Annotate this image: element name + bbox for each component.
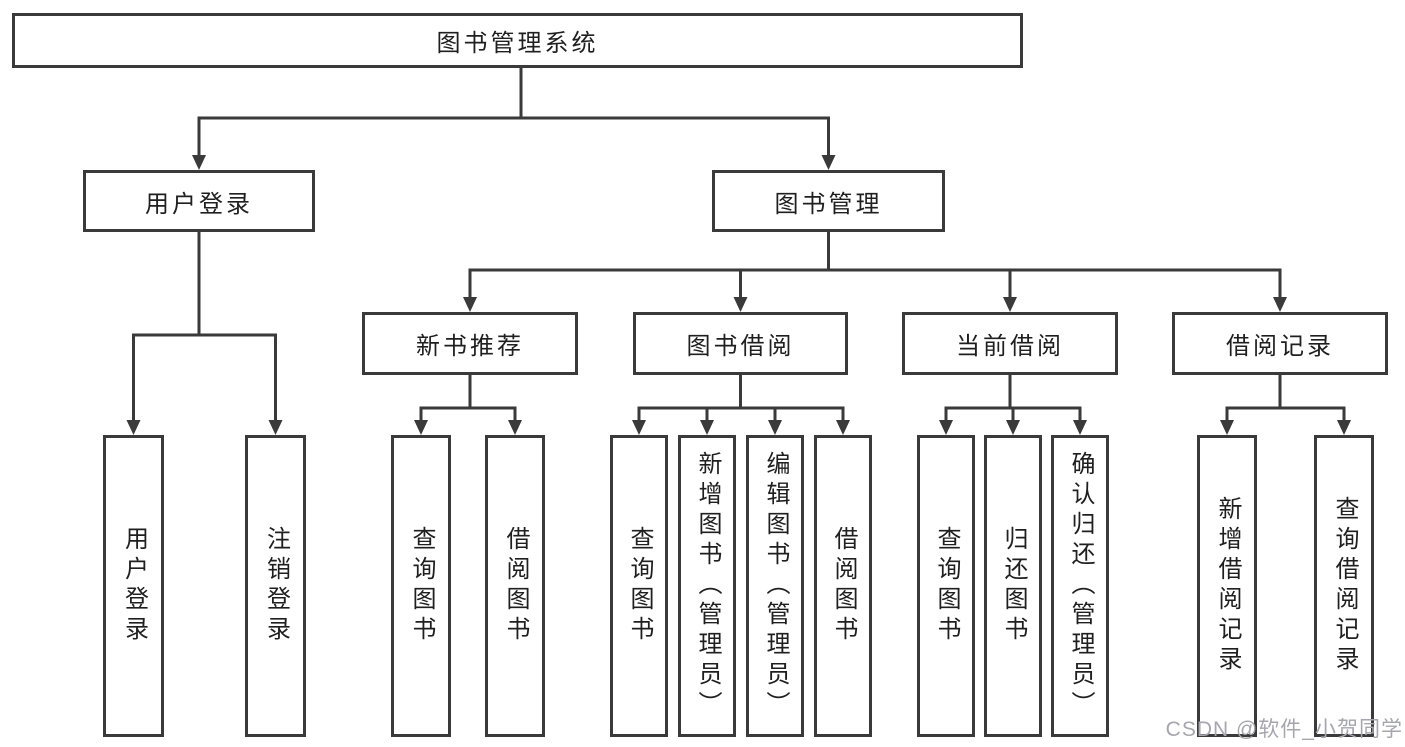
leaf-borrowing-add-book-admin: 新增图书（管理员） xyxy=(678,435,736,737)
leaf-newbook-borrow-books-label: 借阅图书 xyxy=(502,526,529,646)
node-borrowing-records: 借阅记录 xyxy=(1172,312,1388,375)
leaf-borrowing-edit-book-admin: 编辑图书（管理员） xyxy=(746,435,804,737)
leaf-newbook-borrow-books: 借阅图书 xyxy=(485,435,545,737)
node-book-management-label: 图书管理 xyxy=(774,190,883,218)
leaf-current-return-books: 归还图书 xyxy=(984,435,1042,737)
leaf-borrowing-borrow-books: 借阅图书 xyxy=(814,435,872,737)
leaf-newbook-query-books: 查询图书 xyxy=(391,435,451,737)
node-book-borrowing: 图书借阅 xyxy=(633,312,848,375)
leaf-logout-label: 注销登录 xyxy=(262,526,290,646)
node-user-login-label: 用户登录 xyxy=(145,190,253,218)
node-current-borrowing: 当前借阅 xyxy=(902,312,1118,375)
leaf-current-confirm-return-admin: 确认归还（管理员） xyxy=(1051,435,1109,737)
leaf-current-return-books-label: 归还图书 xyxy=(1000,526,1027,646)
node-new-book-recommend: 新书推荐 xyxy=(362,312,578,375)
node-book-management: 图书管理 xyxy=(712,170,945,232)
leaf-current-query-books-label: 查询图书 xyxy=(933,526,960,646)
leaf-borrowing-add-book-admin-label: 新增图书（管理员） xyxy=(694,451,721,721)
node-borrowing-records-label: 借阅记录 xyxy=(1226,333,1334,360)
leaf-borrowing-edit-book-admin-label: 编辑图书（管理员） xyxy=(762,451,789,721)
node-book-borrowing-label: 图书借阅 xyxy=(686,333,795,360)
node-new-book-recommend-label: 新书推荐 xyxy=(416,333,524,360)
leaf-borrowing-query-books-label: 查询图书 xyxy=(626,526,653,646)
node-user-login: 用户登录 xyxy=(83,170,315,232)
leaf-current-query-books: 查询图书 xyxy=(917,435,975,737)
leaf-records-add-record: 新增借阅记录 xyxy=(1197,435,1257,737)
node-root-label: 图书管理系统 xyxy=(436,30,599,57)
leaf-logout: 注销登录 xyxy=(245,435,306,737)
leaf-records-query-record-label: 查询借阅记录 xyxy=(1331,496,1358,676)
node-current-borrowing-label: 当前借阅 xyxy=(956,333,1064,360)
leaf-borrowing-borrow-books-label: 借阅图书 xyxy=(830,526,857,646)
csdn-watermark: CSDN @软件_小贺同学 xyxy=(1165,718,1403,741)
leaf-records-query-record: 查询借阅记录 xyxy=(1314,435,1374,737)
leaf-user-login: 用户登录 xyxy=(103,435,164,737)
leaf-borrowing-query-books: 查询图书 xyxy=(610,435,668,737)
node-root: 图书管理系统 xyxy=(12,13,1023,68)
leaf-user-login-label: 用户登录 xyxy=(120,526,148,646)
leaf-records-add-record-label: 新增借阅记录 xyxy=(1214,496,1241,676)
leaf-current-confirm-return-admin-label: 确认归还（管理员） xyxy=(1067,451,1094,721)
leaf-newbook-query-books-label: 查询图书 xyxy=(408,526,435,646)
